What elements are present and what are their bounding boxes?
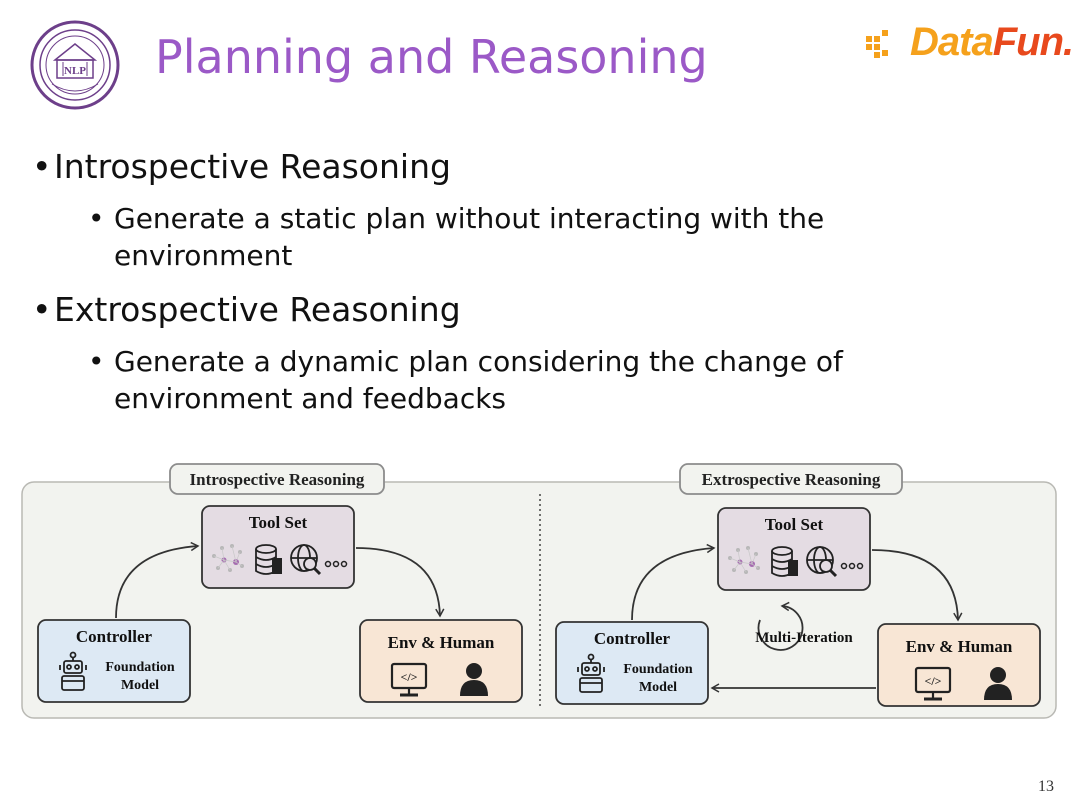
bullet-label: Introspective Reasoning bbox=[54, 147, 451, 186]
introspective-panel: Introspective Reasoning Tool Set Control… bbox=[37, 463, 523, 703]
multi-iteration-label: Multi-Iteration bbox=[755, 630, 853, 646]
seal-text: NLP bbox=[64, 65, 86, 77]
introspective-title-box bbox=[169, 463, 385, 495]
sub-bullet-text: Generate a static plan without interacti… bbox=[114, 202, 825, 272]
arrow-controller-to-tools bbox=[115, 541, 200, 619]
sub-bullet-extrospective: •Generate a dynamic plan considering the… bbox=[88, 343, 888, 417]
datafun-logo bbox=[866, 30, 888, 58]
tool-set-label: Tool Set bbox=[765, 515, 824, 534]
extrospective-title: Extrospective Reasoning bbox=[702, 470, 881, 489]
arrow-tools-to-env bbox=[355, 547, 445, 618]
university-seal: NLP bbox=[30, 20, 120, 110]
model-label: Model bbox=[639, 680, 677, 695]
env-human-label: Env & Human bbox=[388, 633, 495, 652]
controller-label: Controller bbox=[76, 627, 153, 646]
arrow-tools-to-env bbox=[871, 549, 963, 622]
sub-bullet-introspective: •Generate a static plan without interact… bbox=[88, 200, 908, 274]
cycle-icon bbox=[757, 601, 804, 651]
logo-text: DataFun. bbox=[910, 20, 1074, 64]
extrospective-title-box bbox=[679, 463, 903, 495]
reasoning-diagram: </> Introspective Reasoning Tool Set Con… bbox=[21, 463, 1057, 719]
introspective-title: Introspective Reasoning bbox=[190, 470, 365, 489]
foundation-label: Foundation bbox=[105, 660, 174, 675]
bullet-introspective: •Introspective Reasoning bbox=[32, 147, 451, 186]
extrospective-panel: Extrospective Reasoning Tool Set Control… bbox=[555, 463, 1041, 707]
tool-set-box bbox=[717, 507, 871, 591]
foundation-label: Foundation bbox=[623, 662, 692, 677]
page-number: 13 bbox=[1038, 778, 1054, 795]
tool-set-box bbox=[201, 505, 355, 589]
model-label: Model bbox=[121, 678, 159, 693]
arrow-controller-to-tools bbox=[631, 543, 716, 621]
tool-set-label: Tool Set bbox=[249, 513, 308, 532]
bullet-label: Extrospective Reasoning bbox=[54, 290, 461, 329]
page-title: Planning and Reasoning bbox=[155, 30, 708, 84]
bullet-extrospective: •Extrospective Reasoning bbox=[32, 290, 461, 329]
sub-bullet-text: Generate a dynamic plan considering the … bbox=[114, 345, 843, 415]
controller-label: Controller bbox=[594, 629, 671, 648]
env-human-label: Env & Human bbox=[906, 637, 1013, 656]
